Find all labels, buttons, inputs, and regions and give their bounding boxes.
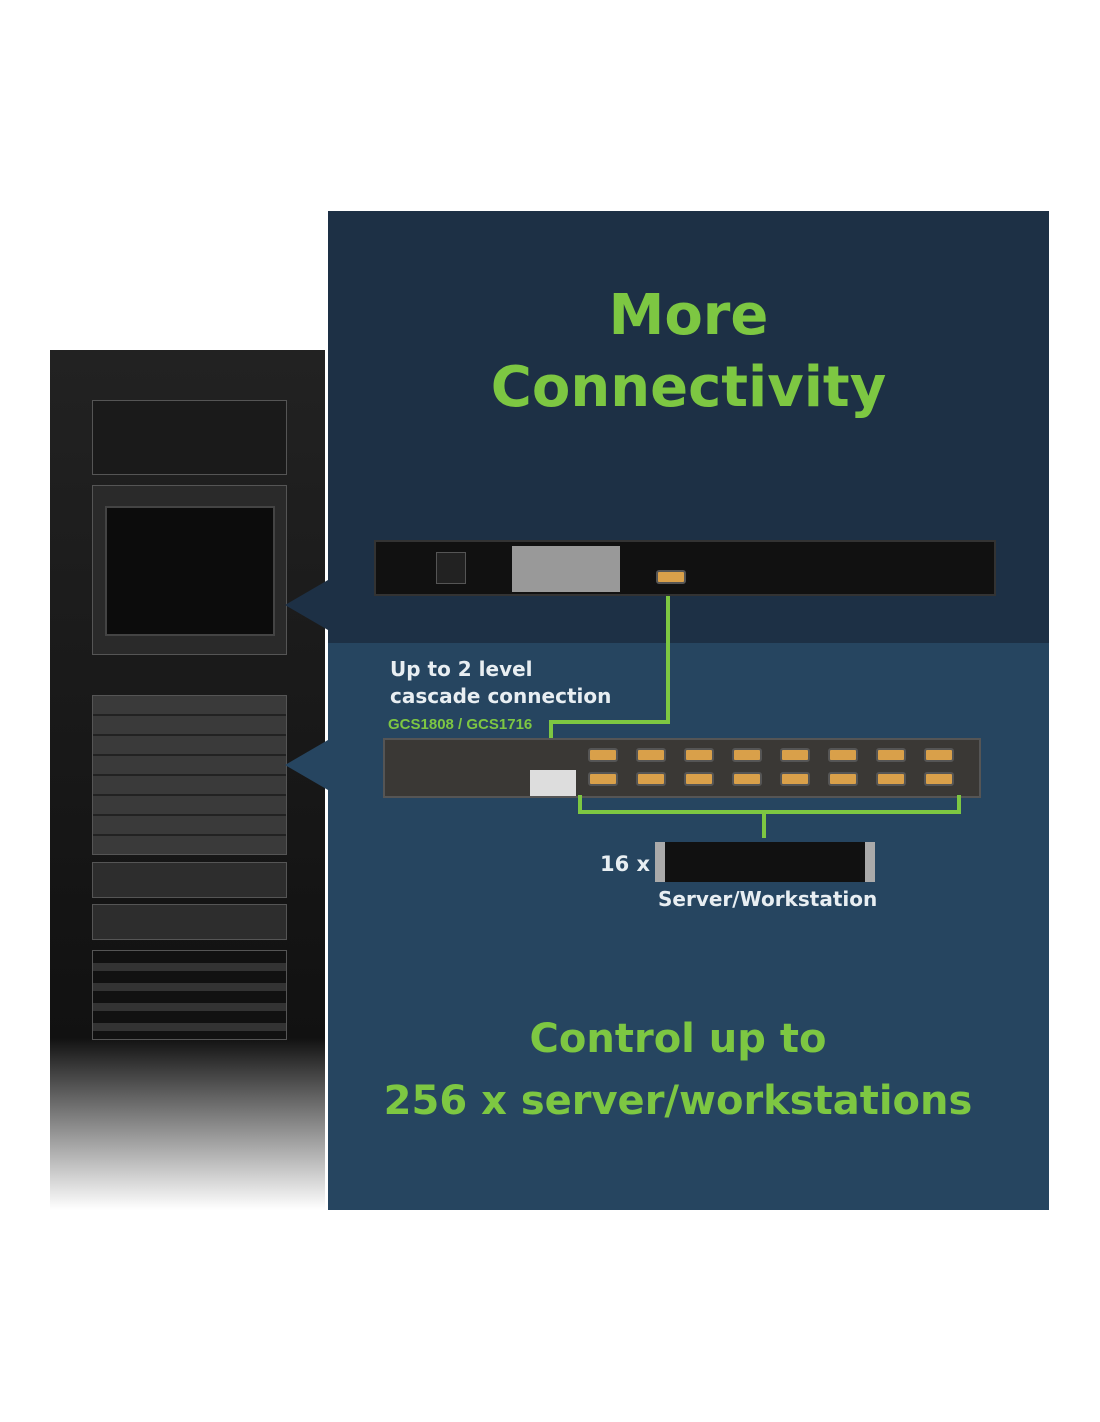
kvm-switch-stack <box>92 695 287 855</box>
vga-port <box>636 772 666 786</box>
vga-port <box>924 772 954 786</box>
server-rack-image <box>50 350 325 1210</box>
vga-port <box>876 748 906 762</box>
vga-port <box>828 772 858 786</box>
lcd-console-unit <box>92 485 287 655</box>
server-label: Server/Workstation <box>658 887 878 911</box>
vga-port <box>732 772 762 786</box>
pointer-arrow <box>285 580 328 630</box>
vga-port <box>924 748 954 762</box>
vga-port <box>828 748 858 762</box>
server-icon <box>655 842 875 882</box>
server-count: 16 x <box>600 852 651 876</box>
vga-port <box>684 748 714 762</box>
vga-port <box>876 772 906 786</box>
vga-port <box>588 772 618 786</box>
vga-port <box>684 772 714 786</box>
vga-port <box>780 772 810 786</box>
lcd-kvm-rear-panel <box>374 540 996 596</box>
kvm-switch-rear-panel <box>383 738 981 798</box>
panel-bottom <box>328 643 1049 1210</box>
model-numbers: GCS1808 / GCS1716 <box>388 716 533 733</box>
vga-port <box>588 748 618 762</box>
vga-port <box>780 748 810 762</box>
vga-port <box>636 748 666 762</box>
vga-port <box>732 748 762 762</box>
pointer-arrow <box>285 740 328 790</box>
